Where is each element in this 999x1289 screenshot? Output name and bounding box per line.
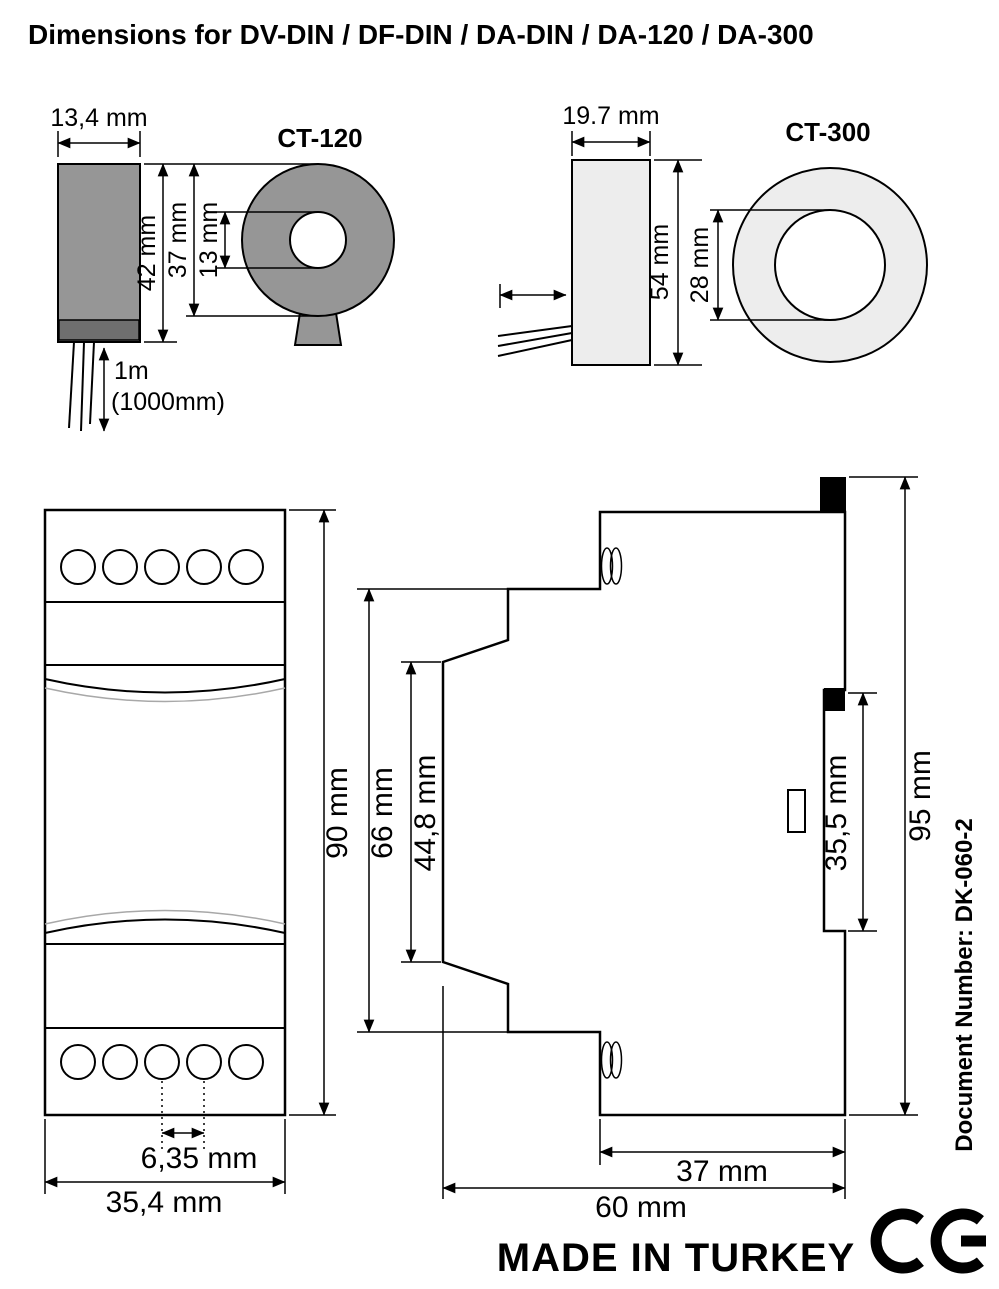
din-front-body [43,508,287,1117]
din-side-terminal-holes [600,547,623,1079]
ct120-front-view: CT-120 37 mm 13 mm [164,123,395,346]
ct120-cable-length-dimension: 1m (1000mm) [98,347,225,432]
din-mid-depth-dimension: 66 mm [357,588,508,1033]
din-rail-dimension: 35,5 mm [820,692,877,932]
din-lens-top-curve [44,678,286,694]
ct120-base-band [58,319,140,341]
din-rail-latch [787,789,806,833]
ct120-width-dimension: 13,4 mm [50,104,148,157]
ct120-name: CT-120 [277,123,362,153]
ct300-width-label: 19.7 mm [562,102,659,130]
page-title: Dimensions for DV-DIN / DF-DIN / DA-DIN … [28,19,814,50]
ct300-front-view: CT-300 28 mm [686,117,928,363]
ce-mark-icon [870,1208,986,1274]
ct120-cable-length-label: 1m [114,357,149,385]
ct120-outer-diameter-dimension: 37 mm [164,163,318,317]
din-height-dimension: 90 mm [289,509,354,1116]
din-rail-label: 35,5 mm [820,755,853,872]
ct120-cable-length-alt-label: (1000mm) [111,388,225,416]
ct300-ring-hole [774,209,886,321]
ct120-body-side [57,163,141,343]
ct300-cable-dimension [499,284,567,308]
din-depth-label: 60 mm [595,1191,687,1224]
document-number: Document Number: DK-060-2 [951,818,978,1151]
din-depth-dimension: 60 mm [442,986,846,1224]
ct120-height-label: 42 mm [133,215,161,291]
ct300-side-view: 19.7 mm 54 mm [497,102,702,366]
ct120-cable-wires [68,341,95,432]
ct300-height-dimension: 54 mm [646,159,702,366]
din-rear-depth-dimension: 37 mm [599,1119,846,1199]
ct300-height-label: 54 mm [646,224,674,300]
ct120-height-dimension: 42 mm [133,163,318,343]
ct300-cable-wires [497,325,573,357]
din-front-view: 90 mm 6,35 mm 35,4 mm [43,508,354,1219]
din-top-terminals [60,549,264,585]
din-pitch-label: 6,35 mm [141,1142,258,1175]
din-width-label: 35,4 mm [106,1186,223,1219]
din-overall-height-dimension: 95 mm [849,476,937,1116]
footer: Document Number: DK-060-2 MADE IN TURKEY [497,818,986,1280]
made-in-label: MADE IN TURKEY [497,1236,855,1280]
din-width-dimension: 35,4 mm [44,1119,286,1219]
din-bezel-depth-dimension: 44,8 mm [401,661,442,963]
ct300-body-side [571,159,651,366]
din-rear-depth-label: 37 mm [676,1155,768,1188]
din-top-clip [820,477,846,513]
ct300-width-dimension: 19.7 mm [562,102,660,156]
ct300-name: CT-300 [785,117,870,147]
ct120-width-label: 13,4 mm [50,104,147,132]
ct120-ring-hole [289,211,347,269]
ct120-side-view: 13,4 mm 1m (1000mm) 42 mm [50,104,318,432]
din-side-profile [441,510,847,1117]
din-pitch-dimension: 6,35 mm [141,1081,258,1175]
din-rail-hook [824,688,845,711]
ct300-hole-label: 28 mm [686,227,714,303]
din-lens-bottom-curve [44,918,286,934]
din-mid-depth-label: 66 mm [366,767,399,859]
din-side-view: 66 mm 44,8 mm 95 mm 35,5 mm 37 mm [357,476,937,1224]
ct120-outer-label: 37 mm [164,202,192,278]
ct120-hole-diameter-dimension: 13 mm [195,202,318,278]
din-overall-height-label: 95 mm [904,750,937,842]
din-bottom-terminals [60,1044,264,1080]
ct300-hole-diameter-dimension: 28 mm [686,209,830,321]
din-height-label: 90 mm [321,767,354,859]
din-bezel-depth-label: 44,8 mm [409,755,442,872]
ct120-hole-label: 13 mm [195,202,223,278]
